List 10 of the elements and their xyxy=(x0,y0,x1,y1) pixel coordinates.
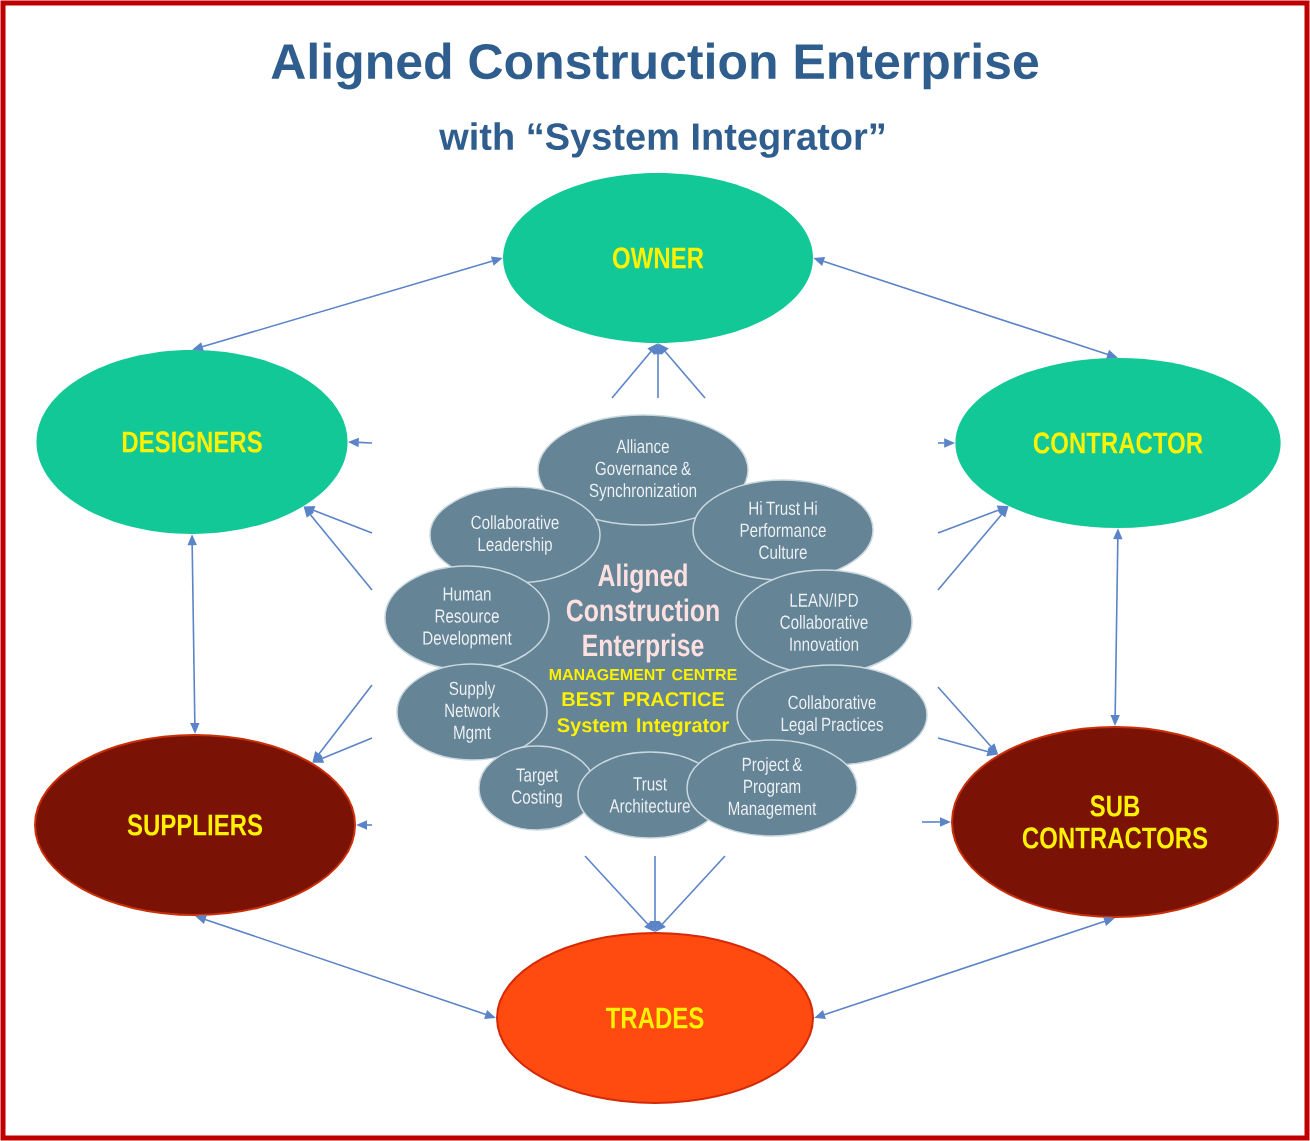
arrow xyxy=(584,855,655,932)
ellipse-node: OWNER xyxy=(503,173,813,343)
ellipse-node: DESIGNERS xyxy=(36,350,348,534)
ellipse-node: SUPPLIERS xyxy=(34,734,356,916)
ellipse-node: SUB CONTRACTORS xyxy=(951,726,1279,918)
ellipse-node: CONTRACTOR xyxy=(955,358,1281,528)
ellipse-node: TRADES xyxy=(496,932,814,1104)
title: Aligned Construction Enterprise xyxy=(271,42,1039,90)
arrow xyxy=(937,506,1009,591)
arrow xyxy=(655,855,726,932)
